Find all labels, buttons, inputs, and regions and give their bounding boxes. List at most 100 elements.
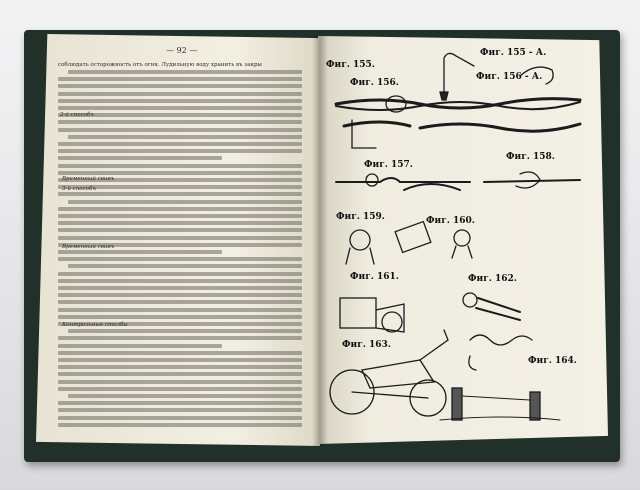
text-phrase-1: соблюдать осторожность отъ огня. Лудильн… [58, 62, 262, 68]
text-line [58, 257, 302, 262]
vise-161 [339, 297, 377, 329]
figure-label-162: Фиг. 162. [468, 274, 517, 284]
text-line [58, 142, 302, 146]
figure-label-161: Фиг. 161. [350, 272, 399, 282]
text-line [58, 214, 302, 218]
clamp-162 [475, 297, 521, 321]
text-line [68, 329, 302, 334]
pole-1 [451, 387, 463, 421]
insulator-160 [453, 229, 471, 247]
text-line [58, 271, 302, 276]
text-line [58, 250, 222, 254]
hook-drawing-1 [443, 52, 475, 93]
cart-wheel-1 [329, 369, 375, 415]
text-line [58, 415, 302, 420]
text-line [58, 278, 302, 283]
text-line [58, 178, 302, 182]
text-line [58, 336, 302, 341]
text-line [58, 343, 222, 348]
text-line [58, 235, 302, 240]
text-line [58, 422, 302, 427]
twisted-wire-3 [342, 120, 412, 128]
figure-label-158: Фиг. 158. [506, 152, 555, 162]
text-line [58, 98, 302, 103]
text-line [68, 394, 302, 398]
clamp-160 [394, 220, 432, 254]
text-line [58, 242, 302, 247]
text-line [58, 77, 302, 82]
text-line [58, 386, 302, 391]
cart-handle [419, 329, 449, 361]
text-phrase-4: 3-й способъ [62, 186, 96, 192]
text-line [58, 401, 302, 406]
text-line [58, 84, 302, 89]
text-line [58, 286, 302, 290]
clamp-bracket [351, 119, 377, 149]
text-line [58, 149, 302, 154]
text-line [58, 221, 302, 226]
text-line [58, 206, 302, 211]
insulator-160-legs [451, 245, 473, 259]
twisted-wire-1b [335, 101, 581, 111]
ground-line [439, 416, 561, 421]
insulator-159-legs [345, 247, 375, 265]
text-line [58, 185, 302, 190]
bell-clamp-drawing [439, 91, 449, 101]
text-line [58, 379, 302, 384]
text-phrase-5: Временный свивъ [62, 244, 115, 250]
text-line [68, 199, 302, 204]
text-phrase-3: Временный свивъ [62, 176, 115, 182]
text-line [58, 91, 302, 96]
text-line [58, 408, 302, 413]
text-line [58, 156, 222, 161]
knot-wire-2 [403, 183, 461, 191]
wire-ring-1 [385, 95, 407, 113]
text-phrase-6: Контрольные столбы [62, 322, 128, 328]
text-line [58, 120, 302, 125]
figure-label-155: Фиг. 155. [326, 60, 375, 70]
vise-jaw [375, 303, 405, 333]
figure-label-159: Фиг. 159. [336, 212, 385, 222]
text-line [58, 163, 302, 168]
text-line [58, 170, 302, 175]
text-line [58, 322, 302, 326]
figure-label-156: Фиг. 156. [350, 78, 399, 88]
chain-162 [469, 334, 533, 346]
text-line [58, 350, 302, 355]
chain-ring [462, 292, 478, 308]
text-line [58, 358, 302, 362]
text-line [68, 264, 302, 269]
text-line [58, 127, 302, 132]
text-line [58, 192, 302, 197]
insulator-159 [349, 229, 371, 251]
knot-wire-3 [483, 179, 581, 183]
knot-loop-158 [515, 171, 541, 189]
hook-162 [468, 355, 477, 371]
page-number: — 92 — [166, 46, 198, 55]
text-line [58, 365, 302, 370]
cart-body [351, 359, 436, 399]
knot-wire-1 [335, 177, 471, 183]
text-line [68, 70, 302, 74]
cart-wheel-2 [409, 379, 447, 417]
text-line [58, 372, 302, 377]
text-line [58, 300, 302, 305]
figure-label-160: Фиг. 160. [426, 216, 475, 226]
text-line [58, 314, 302, 319]
figure-label-155a: Фиг. 155 - А. [480, 48, 547, 58]
text-phrase-2: 2-й способъ [60, 112, 94, 118]
book-gutter [312, 36, 328, 446]
pole-2 [529, 391, 541, 421]
knot-1 [365, 173, 379, 187]
twisted-wire-1 [334, 97, 582, 110]
text-line [58, 293, 302, 298]
text-line [58, 228, 302, 233]
vise-wheel [381, 311, 403, 333]
text-line [58, 106, 302, 110]
text-line [58, 307, 302, 312]
text-line [58, 113, 302, 118]
pole-wire [461, 395, 531, 401]
text-line [68, 134, 302, 139]
